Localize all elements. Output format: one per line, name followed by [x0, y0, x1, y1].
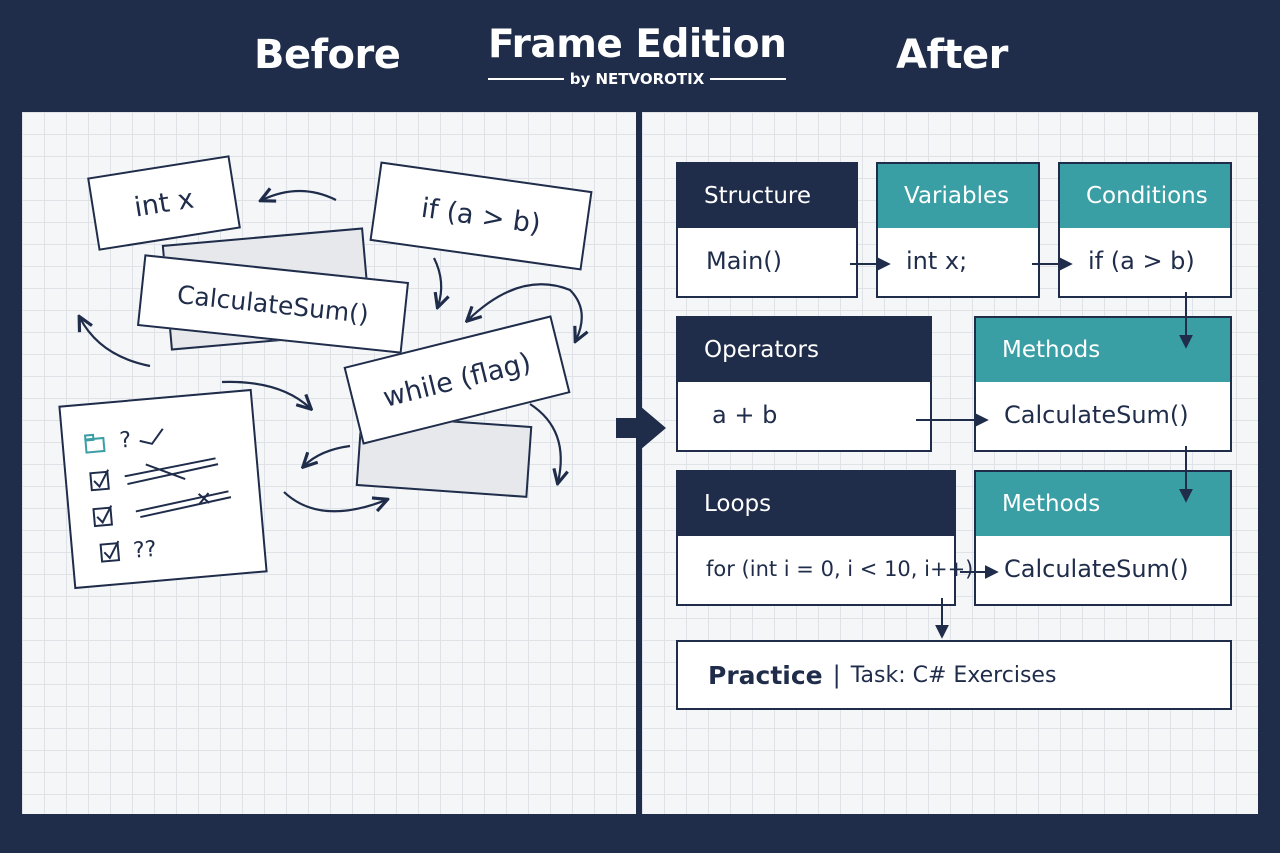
box-variables: Variables int x;: [876, 162, 1040, 298]
checkbox-icon: [99, 540, 121, 563]
box-header: Methods: [976, 472, 1230, 536]
box-header: Conditions: [1060, 164, 1230, 228]
messy-arrow: [468, 283, 582, 340]
after-heading: After: [896, 32, 1008, 78]
box-structure: Structure Main(): [676, 162, 858, 298]
checkbox-icon: [89, 469, 110, 492]
checklist-question-double: ??: [132, 537, 157, 564]
messy-arrow: [221, 380, 310, 408]
practice-separator: |: [832, 661, 841, 689]
scribble-lines: [124, 428, 232, 519]
messy-arrow: [433, 257, 441, 306]
box-body: CalculateSum(): [1004, 401, 1189, 429]
box-header: Structure: [678, 164, 856, 228]
box-body: a + b: [712, 401, 778, 429]
box-header: Loops: [678, 472, 954, 536]
messy-checklist: ? ??: [58, 388, 268, 590]
brand-title: Frame Edition: [488, 22, 787, 67]
box-body: int x;: [906, 247, 968, 275]
box-conditions: Conditions if (a > b): [1058, 162, 1232, 298]
box-body: for (int i = 0, i < 10, i++): [706, 557, 974, 581]
box-body: CalculateSum(): [1004, 555, 1189, 583]
box-loops: Loops for (int i = 0, i < 10, i++): [676, 470, 974, 606]
folder-icon: [83, 433, 106, 454]
messy-arrow: [283, 491, 386, 513]
practice-label: Practice: [708, 660, 823, 690]
box-header: Variables: [878, 164, 1038, 228]
box-body: if (a > b): [1088, 247, 1195, 275]
practice-task: Task: C# Exercises: [850, 662, 1057, 688]
box-operators: Operators a + b: [676, 316, 932, 452]
box-body: Main(): [706, 247, 783, 275]
checkbox-icon: [92, 505, 113, 528]
transition-arrow-icon: [616, 406, 666, 450]
box-header: Methods: [976, 318, 1230, 382]
messy-arrow: [80, 318, 151, 368]
messy-arrow: [304, 444, 351, 466]
messy-arrow: [262, 191, 337, 200]
box-header: Operators: [678, 318, 930, 382]
messy-arrow: [529, 403, 561, 482]
checklist-question: ?: [119, 428, 133, 454]
brand-subtitle-wrap: by NETVOROTIX: [488, 68, 786, 88]
practice-bar: Practice | Task: C# Exercises: [676, 640, 1232, 710]
brand-subtitle: by NETVOROTIX: [563, 70, 711, 88]
before-heading: Before: [254, 32, 401, 78]
